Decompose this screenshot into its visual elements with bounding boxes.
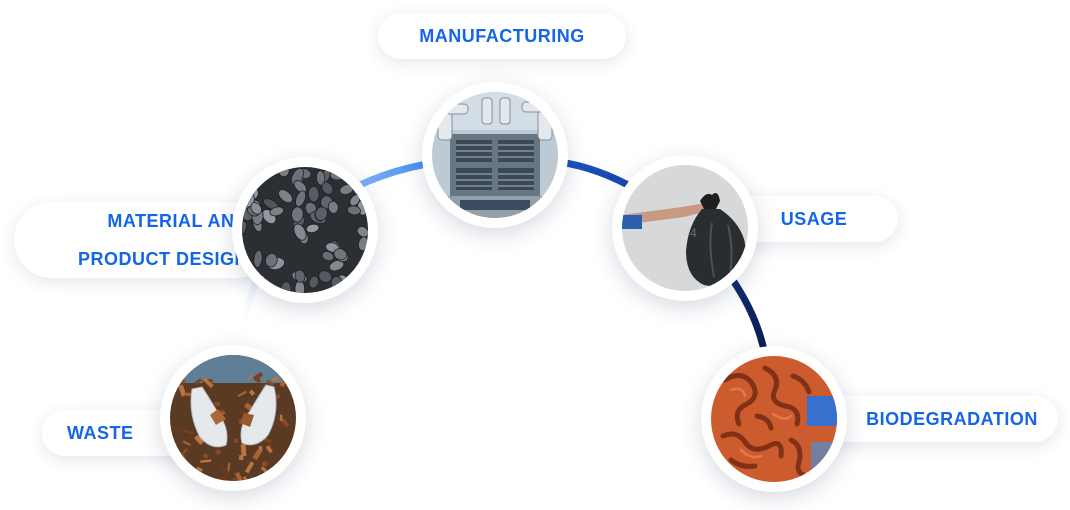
bioplastic-maze-icon <box>711 356 837 482</box>
usage-label: USAGE <box>780 208 848 229</box>
factory-robot-arms-icon <box>432 92 558 218</box>
manufacturing-node <box>422 82 568 228</box>
biodegradation-label: BIODEGRADATION <box>866 408 1038 429</box>
waste-node <box>160 345 306 491</box>
material-node <box>232 157 378 303</box>
biodegradation-node <box>701 346 847 492</box>
manufacturing-label: MANUFACTURING <box>419 25 585 46</box>
material-label-line1: MATERIAL AND <box>107 211 248 231</box>
wood-chips-hands-icon <box>170 355 296 481</box>
material-label-line2: PRODUCT DESIGN <box>77 249 248 269</box>
material-label-pill: MATERIAL AND PRODUCT DESIGN <box>14 202 274 278</box>
waste-label: WASTE <box>67 422 134 443</box>
svg-text:4: 4 <box>690 226 697 240</box>
plastic-pellets-icon <box>242 167 368 293</box>
manufacturing-label-pill: MANUFACTURING <box>378 13 626 59</box>
trash-bag-icon: 4 <box>622 165 748 291</box>
usage-node: 4 <box>612 155 758 301</box>
